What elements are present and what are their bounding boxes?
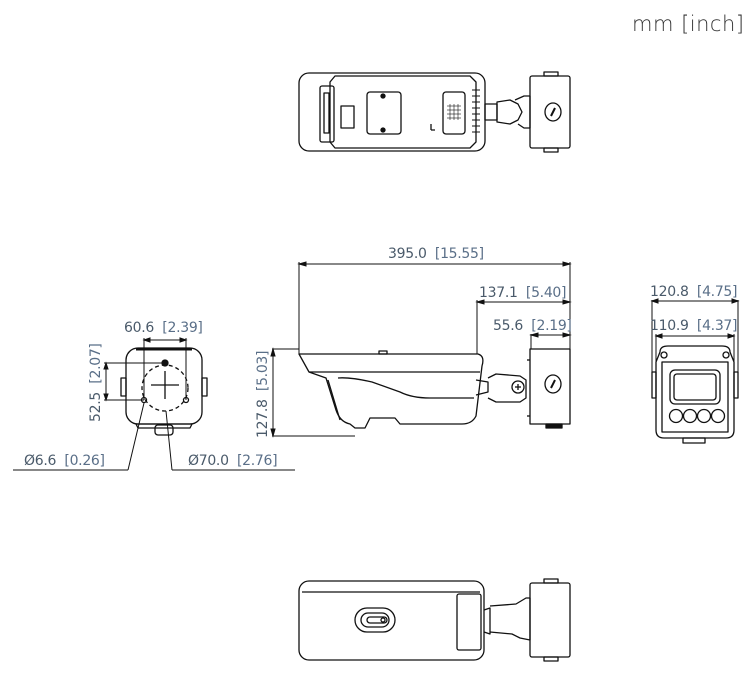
dim-hole-diameter-mm: Ø6.6 bbox=[24, 453, 57, 469]
side-view bbox=[298, 348, 571, 429]
dim-outer-width-inch: [4.75] bbox=[696, 284, 738, 300]
dim-height-mm: 127.8 bbox=[255, 399, 271, 438]
dim-mount-offset: 137.1 [5.40] bbox=[479, 285, 567, 301]
dim-mount-offset-mm: 137.1 bbox=[479, 285, 518, 301]
bottom-view bbox=[298, 578, 571, 662]
dim-mount-box-depth: 55.6 [2.19] bbox=[493, 318, 572, 334]
dim-mount-offset-inch: [5.40] bbox=[525, 285, 567, 301]
dim-circle-diameter-mm: Ø70.0 bbox=[188, 453, 229, 469]
rear-view bbox=[120, 347, 208, 436]
dim-hole-vertical-inch: [2.07] bbox=[88, 343, 104, 384]
dim-hole-spacing: 60.6 [2.39] bbox=[124, 320, 203, 336]
dim-overall-length: 395.0 [15.55] bbox=[388, 246, 484, 262]
dim-inner-width-inch: [4.37] bbox=[696, 318, 738, 334]
dimension-lines bbox=[13, 261, 740, 471]
front-view bbox=[651, 345, 739, 444]
dim-height-inch: [5.03] bbox=[255, 350, 271, 392]
dim-hole-diameter: Ø6.6 [0.26] bbox=[24, 453, 105, 469]
dim-hole-spacing-mm: 60.6 bbox=[124, 320, 154, 336]
dim-hole-vertical-mm: 52.5 bbox=[88, 392, 104, 422]
dim-overall-length-mm: 395.0 bbox=[388, 246, 427, 262]
dim-inner-width-mm: 110.9 bbox=[650, 318, 689, 334]
dim-overall-length-inch: [15.55] bbox=[434, 246, 484, 262]
dim-outer-width: 120.8 [4.75] bbox=[650, 284, 738, 300]
units-label: mm [inch] bbox=[632, 12, 745, 36]
dim-hole-vertical: 52.5 [2.07] bbox=[88, 343, 104, 422]
dim-mount-box-depth-mm: 55.6 bbox=[493, 318, 523, 334]
dim-circle-diameter: Ø70.0 [2.76] bbox=[188, 453, 278, 469]
dim-outer-width-mm: 120.8 bbox=[650, 284, 689, 300]
dim-height: 127.8 [5.03] bbox=[255, 351, 271, 438]
dim-circle-diameter-inch: [2.76] bbox=[237, 453, 278, 469]
dim-inner-width: 110.9 [4.37] bbox=[650, 318, 738, 334]
dim-mount-box-depth-inch: [2.19] bbox=[531, 318, 572, 334]
top-view bbox=[298, 71, 571, 153]
dim-hole-diameter-inch: [0.26] bbox=[64, 453, 105, 469]
dim-hole-spacing-inch: [2.39] bbox=[162, 320, 203, 336]
